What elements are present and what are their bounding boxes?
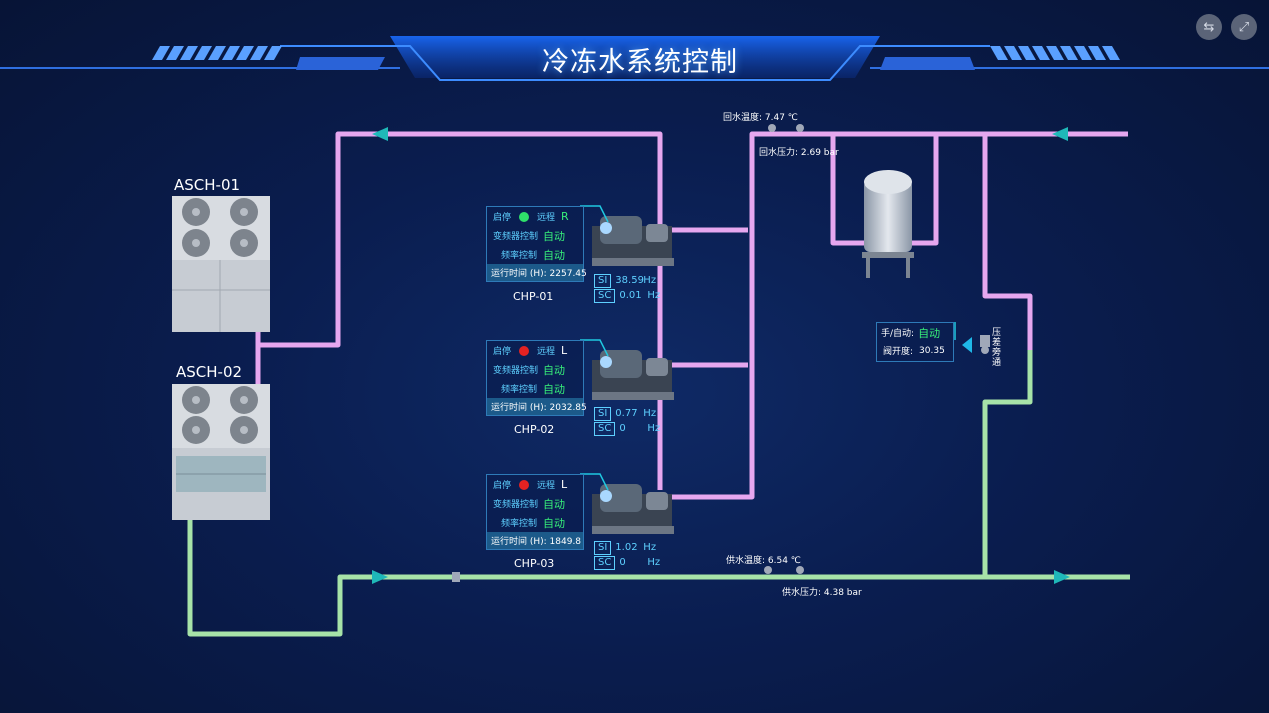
pump-name-chp-01: CHP-01 [513,290,554,303]
si-value: 1.02 [615,542,638,553]
sensor-markers [452,124,804,582]
vfd-value: 自动 [543,497,565,511]
bypass-valve-panel: 手/自动: 自动 阀开度: 30.35 [876,322,954,362]
status-indicator [519,211,530,222]
supply-temperature: 供水温度: 6.54 ℃ [726,556,801,566]
bypass-valve[interactable] [962,335,990,354]
return-pressure: 回水压力: 2.69 bar [759,148,839,158]
mode-value: L [561,478,568,491]
si-unit: Hz [643,275,657,286]
runtime: 运行时间 (H): 2032.85 [487,398,587,415]
vfd-label: 变频器控制 [493,232,539,242]
remote-label: 远程 [537,347,556,357]
return-water-pipe [255,131,1128,500]
bypass-char-4: 通 [992,358,1002,368]
sc-unit: Hz [647,423,661,434]
start-stop-label: 启停 [493,213,512,223]
sc-tag: SC [594,555,616,570]
chiller-2-name: ASCH-02 [176,363,243,381]
vfd-value: 自动 [543,229,565,243]
page-title: 冷冻水系统控制 [542,47,738,78]
mode-value: L [561,344,568,357]
remote-label: 远程 [537,481,556,491]
bypass-char-3: 旁 [992,348,1002,358]
panel-leader-lines [580,205,956,491]
freq-ctrl-label: 频率控制 [501,251,538,261]
pump-chp-01[interactable] [592,216,674,266]
si-value: 0.77 [615,408,638,419]
mode-label: 手/自动: [881,329,915,339]
sc-value: 0.01 [619,290,642,301]
sc-value: 0 [619,423,626,434]
vfd-label: 变频器控制 [493,500,539,510]
si-tag: SI [594,406,612,421]
freq-ctrl-label: 频率控制 [501,519,538,529]
supply-water-pipe [187,350,1130,637]
mode-value: 自动 [918,326,941,340]
pump-panel-chp-03: 启停 远程 L 变频器控制自动 频率控制自动 运行时间 (H): 1849.8 [486,474,584,550]
pump-chp-02[interactable] [592,350,674,400]
return-temperature: 回水温度: 7.47 ℃ [723,113,798,123]
pump-panel-chp-01: 启停 远程 R 变频器控制自动 频率控制自动 运行时间 (H): 2257.45 [486,206,587,282]
freq-ctrl-value: 自动 [543,248,565,262]
chiller-1-name: ASCH-01 [174,176,241,194]
flow-arrows [372,127,1070,584]
opening-value: 30.35 [919,345,945,356]
sc-unit: Hz [647,290,661,301]
si-tag: SI [594,273,612,288]
pump-name-chp-02: CHP-02 [514,423,555,436]
chiller-unit-1[interactable] [172,196,270,332]
pump-panel-chp-02: 启停 远程 L 变频器控制自动 频率控制自动 运行时间 (H): 2032.85 [486,340,587,416]
pump-chp-03[interactable] [592,484,674,534]
bypass-char-1: 压 [992,328,1002,338]
bypass-char-2: 差 [992,338,1002,348]
header-decoration [0,36,1269,81]
runtime: 运行时间 (H): 1849.8 [487,532,583,549]
si-tag: SI [594,540,612,555]
vfd-value: 自动 [543,363,565,377]
start-stop-label: 启停 [493,347,512,357]
bypass-valve-label: 压 差 旁 通 [992,328,1004,368]
sc-unit: Hz [647,557,661,568]
remote-label: 远程 [537,213,556,223]
start-stop-label: 启停 [493,481,512,491]
vfd-label: 变频器控制 [493,366,539,376]
mode-value: R [561,210,569,223]
pump-name-chp-03: CHP-03 [514,557,555,570]
si-value: 38.59 [615,275,644,286]
sc-tag: SC [594,421,616,436]
freq-ctrl-value: 自动 [543,382,565,396]
fullscreen-icon[interactable]: ⤢ [1231,14,1257,40]
opening-label: 阀开度: [883,347,914,357]
runtime: 运行时间 (H): 2257.45 [487,264,587,281]
chiller-unit-2[interactable] [172,384,270,520]
status-indicator [519,479,530,490]
si-unit: Hz [643,542,657,553]
supply-pressure: 供水压力: 4.38 bar [782,588,862,598]
sc-tag: SC [594,288,616,303]
swap-icon[interactable]: ⇆ [1196,14,1222,40]
si-unit: Hz [643,408,657,419]
sc-value: 0 [619,557,626,568]
freq-ctrl-value: 自动 [543,516,565,530]
expansion-tank[interactable] [862,170,914,278]
status-indicator [519,345,530,356]
freq-ctrl-label: 频率控制 [501,385,538,395]
